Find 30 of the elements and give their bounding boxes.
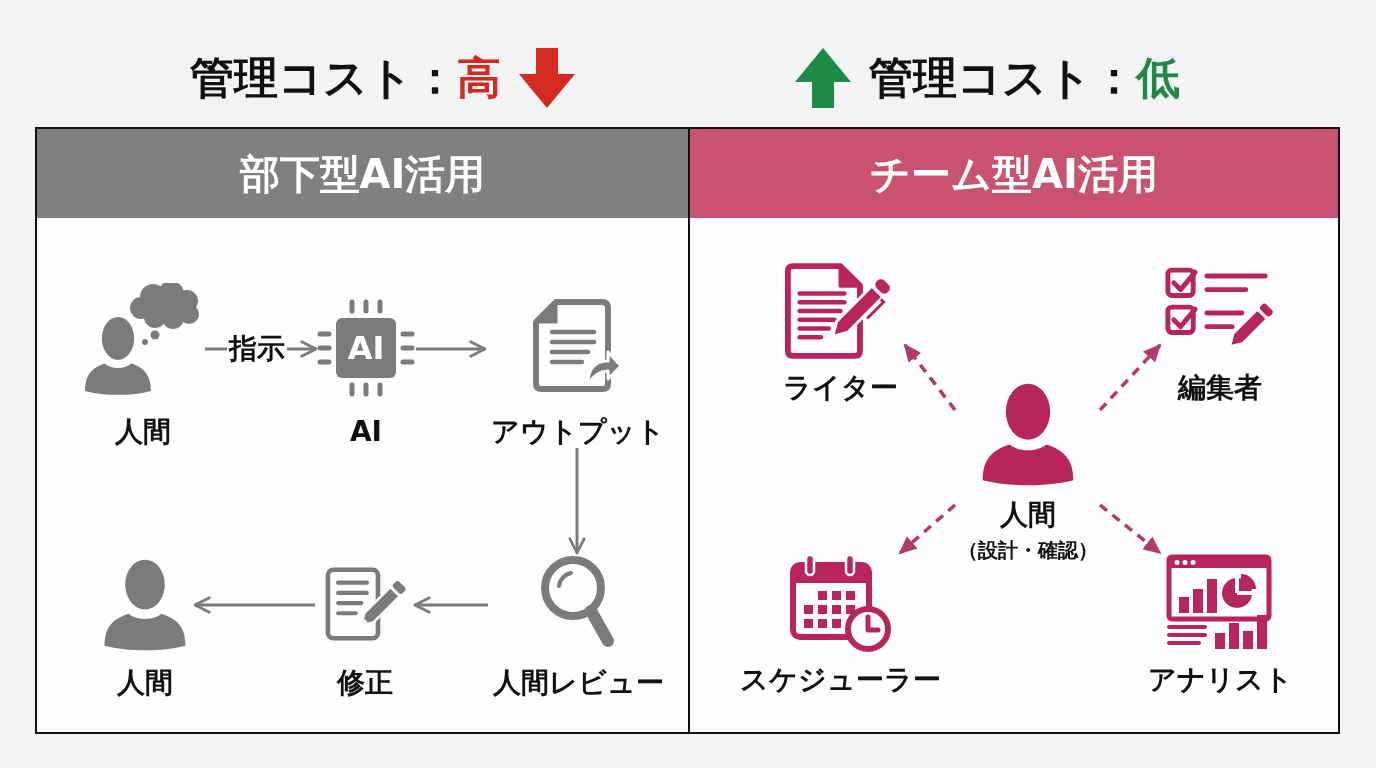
- cost-heading: 低: [1136, 52, 1180, 104]
- cost-heading: 管理コスト：: [190, 52, 457, 104]
- comparison-panel: [688, 127, 1340, 734]
- edge-label: 指示: [226, 333, 287, 365]
- node-label: アナリスト: [1147, 664, 1293, 696]
- comparison-panel: [35, 127, 690, 734]
- arrow: [193, 596, 315, 614]
- node-label: スケジューラー: [739, 664, 941, 696]
- dashed-arrow: [1098, 503, 1162, 555]
- node-label: 人間: [114, 416, 171, 448]
- panel-title: 部下型AI活用: [239, 149, 486, 198]
- node-label: アウトプット: [490, 416, 665, 448]
- cost-heading: 高: [457, 52, 501, 104]
- arrow: [416, 340, 487, 358]
- arrow: [413, 596, 488, 614]
- dashed-arrow: [1098, 343, 1162, 412]
- node-label: ライター: [782, 372, 898, 404]
- dashed-arrow: [898, 503, 957, 555]
- node-label: 修正: [337, 667, 393, 699]
- node-label: AI: [349, 416, 383, 448]
- node-sublabel: （設計・確認）: [957, 538, 1098, 562]
- panel-title: チーム型AI活用: [870, 149, 1158, 198]
- node-label: 人間: [999, 499, 1056, 531]
- node-label: 人間: [117, 667, 173, 699]
- node-label: 人間レビュー: [492, 667, 664, 699]
- cost-heading: 管理コスト：: [869, 52, 1136, 104]
- node-label: 編集者: [1178, 372, 1262, 404]
- arrow: [568, 448, 586, 555]
- dashed-arrow: [903, 343, 957, 412]
- chip-label: AI: [347, 330, 385, 366]
